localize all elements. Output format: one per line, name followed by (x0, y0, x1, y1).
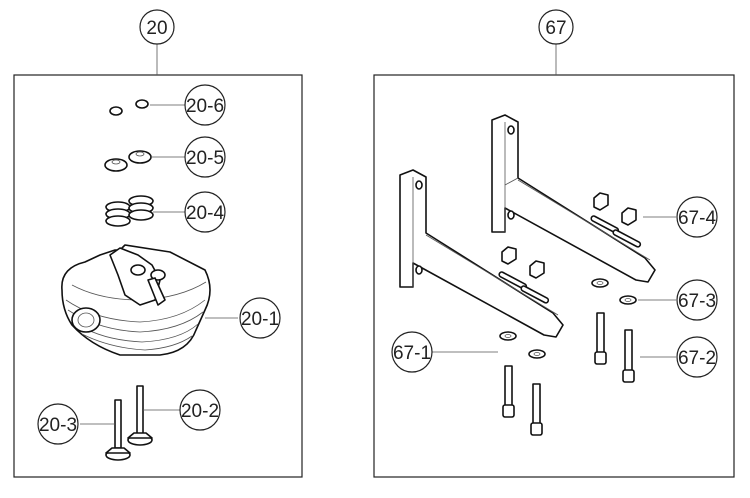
bracket-rear (491, 114, 656, 283)
svg-text:20-5: 20-5 (186, 148, 224, 169)
group-label-20: 20 (146, 18, 167, 39)
lock-nuts (501, 192, 637, 279)
bracket-front (399, 169, 564, 338)
callout-67-1: 67-1 (391, 331, 433, 373)
svg-text:20-3: 20-3 (39, 415, 77, 436)
bolts (502, 312, 635, 436)
svg-text:20-4: 20-4 (186, 203, 224, 224)
panel-group-67 (373, 74, 735, 478)
callout-67-4: 67-4 (676, 196, 718, 238)
group-callout-67: 67 (538, 9, 574, 75)
group-label-67: 67 (545, 18, 566, 39)
svg-text:67-2: 67-2 (678, 348, 716, 369)
spring-caps (104, 150, 152, 172)
svg-text:67-3: 67-3 (678, 291, 716, 312)
svg-text:20-1: 20-1 (241, 309, 279, 330)
callout-20-1: 20-1 (239, 297, 281, 339)
valve-springs (105, 195, 154, 227)
callout-20-6: 20-6 (184, 84, 226, 126)
svg-text:20-6: 20-6 (186, 96, 224, 117)
svg-text:67-1: 67-1 (393, 343, 431, 364)
callout-20-3: 20-3 (37, 403, 79, 445)
washers (499, 278, 637, 359)
panel-group-20 (13, 74, 303, 478)
valve-intake (105, 399, 131, 461)
svg-text:20-2: 20-2 (181, 401, 219, 422)
callout-67-2: 67-2 (676, 336, 718, 378)
callout-67-3: 67-3 (676, 279, 718, 321)
callout-20-4: 20-4 (184, 191, 226, 233)
valve-exhaust (127, 385, 153, 446)
callout-20-5: 20-5 (184, 136, 226, 178)
callout-20-2: 20-2 (179, 389, 221, 431)
group-callout-20: 20 (139, 9, 175, 75)
cylinder-head (61, 244, 211, 356)
valve-retainer-clips (109, 99, 149, 116)
svg-text:67-4: 67-4 (678, 208, 716, 229)
